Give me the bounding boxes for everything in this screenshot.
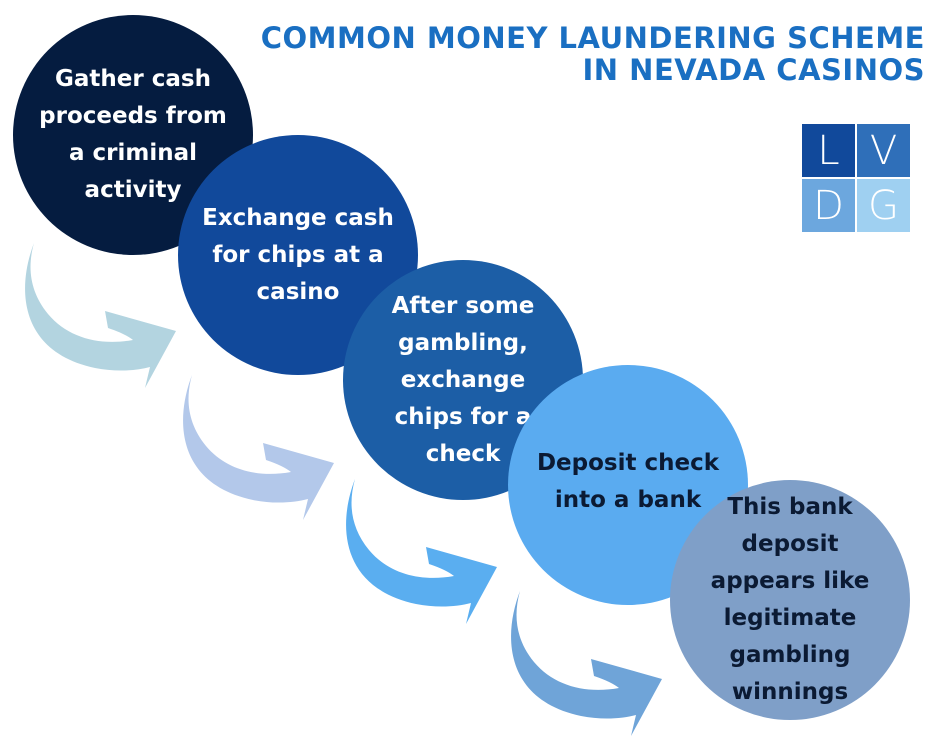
- logo-tile-d: D: [802, 179, 855, 232]
- logo-tile-l: L: [802, 124, 855, 177]
- step-circle-5: This bank deposit appears like legitimat…: [670, 480, 910, 720]
- title-line-1: COMMON MONEY LAUNDERING SCHEME: [260, 21, 925, 55]
- logo-tile-v: V: [857, 124, 910, 177]
- step-text-1: Gather cash proceeds from a criminal act…: [39, 66, 227, 203]
- logo-tile-g: G: [857, 179, 910, 232]
- step-text-3: After some gambling, exchange chips for …: [391, 292, 535, 467]
- curved-arrow-icon-2: [183, 375, 334, 520]
- curved-arrow-icon-1: [25, 243, 176, 388]
- curved-arrow-icon-4: [511, 591, 662, 736]
- curved-arrow-icon-3: [346, 479, 497, 624]
- step-text-5: This bank deposit appears like legitimat…: [710, 494, 870, 705]
- page-title: COMMON MONEY LAUNDERING SCHEME IN NEVADA…: [261, 22, 925, 86]
- step-text-2: Exchange cash for chips at a casino: [202, 204, 394, 305]
- title-line-2: IN NEVADA CASINOS: [582, 53, 925, 87]
- step-text-4: Deposit check into a bank: [536, 450, 720, 513]
- lvdg-logo: L V D G: [802, 124, 912, 234]
